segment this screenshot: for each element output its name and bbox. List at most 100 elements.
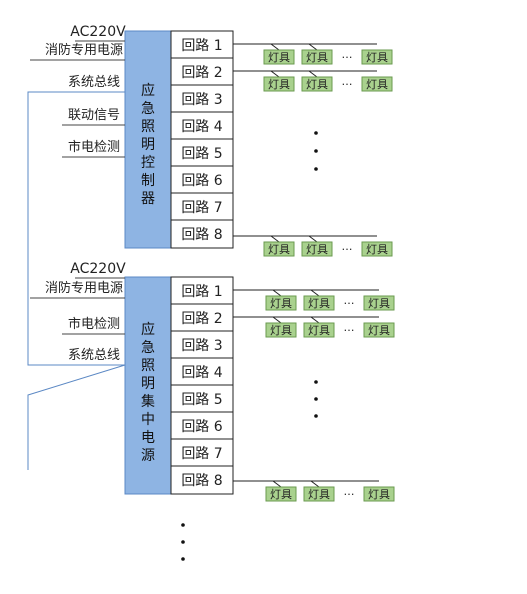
horizontal-ellipsis: … — [344, 321, 355, 334]
controller-title: 应 急 照 明 控 制 器 — [141, 82, 155, 207]
dot — [314, 167, 318, 171]
controller-title-char: 明 — [141, 137, 155, 153]
lamp-box — [361, 49, 393, 65]
controller-bus-label: 系统总线 — [68, 75, 120, 90]
lamp-label: 灯具 — [308, 324, 330, 337]
power-supply-title-char: 急 — [141, 340, 155, 356]
dot — [314, 131, 318, 135]
system-bus-line-top — [27, 91, 125, 366]
controller-circuit-label: 回路 7 — [181, 200, 222, 216]
lamp-box — [303, 322, 335, 338]
branch-line — [310, 316, 320, 324]
lamp-label: 灯具 — [366, 243, 388, 256]
controller-title-char: 照 — [141, 119, 155, 135]
lamp-row: 灯具 灯具 灯具 … — [233, 235, 393, 257]
dot — [181, 540, 185, 544]
lamp-rows: 灯具灯具灯具…灯具灯具灯具…灯具灯具灯具…灯具灯具灯具…灯具灯具灯具…灯具灯具灯… — [233, 43, 395, 502]
controller-circuit-label: 回路 4 — [181, 119, 222, 135]
power-supply-mains-label: 市电检测 — [68, 316, 120, 332]
power-supply-circuit-label: 回路 6 — [181, 419, 222, 435]
lamp-box — [363, 322, 395, 338]
lamp-label: 灯具 — [368, 488, 390, 501]
vertical-ellipsis-top — [314, 131, 318, 171]
lamp-box — [263, 49, 295, 65]
lamp-box — [301, 241, 333, 257]
lamp-label: 灯具 — [268, 78, 290, 91]
controller-title-char: 急 — [141, 101, 155, 117]
power-supply-circuit-label: 回路 1 — [181, 284, 222, 300]
power-supply-title-char: 集 — [141, 393, 155, 410]
lamp-label: 灯具 — [268, 51, 290, 64]
controller-ac-label: AC220V — [70, 24, 126, 40]
lamp-label: 灯具 — [270, 297, 292, 310]
controller-title-char: 应 — [141, 82, 155, 99]
power-supply-title: 应 急 照 明 集 中 电 源 — [141, 321, 155, 464]
dot — [314, 380, 318, 384]
controller-circuit-label: 回路 3 — [181, 92, 222, 108]
controller-circuit-label: 回路 2 — [181, 65, 222, 81]
lamp-box — [265, 322, 297, 338]
lamp-box — [303, 486, 335, 502]
lamp-row: 灯具 灯具 灯具 … — [233, 43, 393, 65]
lamp-row: 灯具 灯具 灯具 … — [233, 70, 393, 92]
power-supply-title-char: 应 — [141, 321, 155, 338]
controller-mains-label: 市电检测 — [68, 139, 120, 155]
dot — [181, 523, 185, 527]
dot — [181, 557, 185, 561]
controller-circuit-label: 回路 1 — [181, 38, 222, 54]
lamp-box — [301, 76, 333, 92]
controller-circuit-label: 回路 5 — [181, 146, 222, 162]
lamp-box — [361, 241, 393, 257]
lamp-label: 灯具 — [270, 324, 292, 337]
dot — [314, 414, 318, 418]
branch-line — [270, 43, 280, 51]
branch-line — [272, 316, 282, 324]
lamp-label: 灯具 — [268, 243, 290, 256]
dot — [314, 397, 318, 401]
controller-circuit-label: 回路 8 — [181, 227, 222, 243]
horizontal-ellipsis: … — [342, 48, 353, 61]
branch-line — [270, 70, 280, 78]
lamp-label: 灯具 — [366, 51, 388, 64]
lamp-label: 灯具 — [306, 78, 328, 91]
dot — [314, 149, 318, 153]
lamp-row: 灯具灯具灯具… — [233, 316, 395, 338]
lamp-row: 灯具灯具灯具… — [233, 480, 395, 502]
lamp-box — [301, 49, 333, 65]
lamp-box — [303, 295, 335, 311]
branch-line — [308, 43, 318, 51]
branch-line — [270, 235, 280, 243]
power-supply-title-char: 照 — [141, 358, 155, 374]
lamp-label: 灯具 — [308, 488, 330, 501]
lamp-box — [363, 486, 395, 502]
lamp-label: 灯具 — [366, 78, 388, 91]
lamp-label: 灯具 — [308, 297, 330, 310]
power-supply-circuit-label: 回路 8 — [181, 473, 222, 489]
system-bus-line-bottom — [27, 364, 126, 470]
horizontal-ellipsis: … — [342, 240, 353, 253]
controller-circuit-list: 回路 1 回路 2 回路 3 回路 4 回路 5 回路 6 回路 7 回路 8 — [170, 30, 234, 249]
power-supply-circuit-label: 回路 7 — [181, 446, 222, 462]
power-supply-circuit-label: 回路 4 — [181, 365, 222, 381]
lamp-label: 灯具 — [306, 51, 328, 64]
controller-fire-power-label: 消防专用电源 — [45, 42, 123, 58]
power-supply-circuit-label: 回路 3 — [181, 338, 222, 354]
lamp-box — [363, 295, 395, 311]
branch-line — [310, 480, 320, 488]
power-supply-title-char: 明 — [141, 376, 155, 392]
power-supply-circuit-label: 回路 5 — [181, 392, 222, 408]
lamp-label: 灯具 — [306, 243, 328, 256]
power-supply-title-char: 中 — [141, 412, 155, 428]
lamp-row: 灯具灯具灯具… — [233, 289, 395, 311]
power-supply-ac-label: AC220V — [70, 261, 126, 277]
lamp-label: 灯具 — [270, 488, 292, 501]
vertical-ellipsis-bottom — [181, 523, 185, 561]
power-supply-fire-power-label: 消防专用电源 — [45, 280, 123, 296]
horizontal-ellipsis: … — [342, 75, 353, 88]
power-supply-title-char: 电 — [141, 430, 155, 446]
vertical-ellipsis-middle — [314, 380, 318, 418]
horizontal-ellipsis: … — [344, 294, 355, 307]
lamp-box — [265, 295, 297, 311]
